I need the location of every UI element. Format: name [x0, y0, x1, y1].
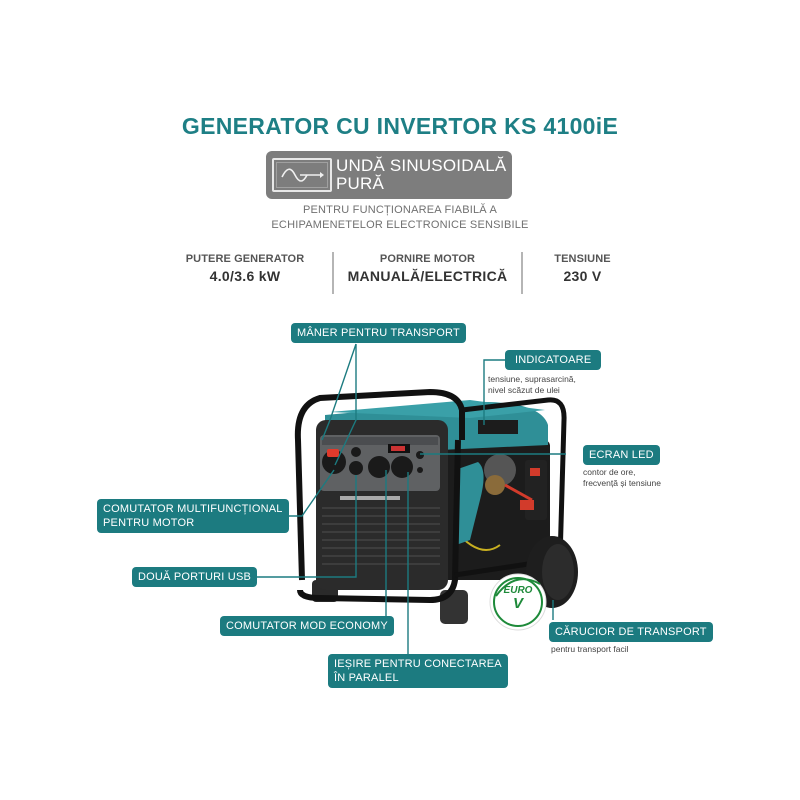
badge-line-2: PURĂ: [336, 174, 385, 193]
trolley-note: pentru transport facil: [551, 644, 629, 654]
spec-power: PUTERE GENERATOR 4.0/3.6 kW: [170, 253, 320, 284]
spec-value: 4.0/3.6 kW: [209, 268, 281, 284]
spec-voltage: TENSIUNE 230 V: [535, 253, 630, 284]
callout-parallel-output: IEȘIRE PENTRU CONECTAREA ÎN PARALEL: [328, 654, 508, 688]
note-line: tensiune, suprasarcină,: [488, 374, 576, 384]
euro-v-badge: EURO V: [495, 585, 541, 612]
callout-usb-ports: DOUĂ PORTURI USB: [132, 567, 258, 587]
note-line: nivel scăzut de ulei: [488, 385, 560, 395]
note-line: contor de ore,: [583, 467, 636, 477]
spec-divider: [332, 252, 334, 294]
subtitle-line-2: ECHIPAMENETELOR ELECTRONICE SENSIBILE: [271, 219, 529, 231]
pure-sine-badge: UNDĂ SINUSOIDALĂ PURĂ: [266, 151, 512, 199]
led-screen-note: contor de ore, frecvență și tensiune: [583, 467, 661, 489]
spec-divider: [521, 252, 523, 294]
note-line: frecvență și tensiune: [583, 478, 661, 488]
badge-line-1: UNDĂ SINUSOIDALĂ: [336, 156, 507, 175]
subtitle: PENTRU FUNCȚIONAREA FIABILĂ A ECHIPAMENE…: [0, 203, 800, 233]
page-title: GENERATOR CU INVERTOR KS 4100iE: [181, 113, 619, 139]
callout-trolley: CĂRUCIOR DE TRANSPORT: [549, 622, 713, 642]
spec-label: TENSIUNE: [554, 253, 611, 265]
callout-line: COMUTATOR MULTIFUNCȚIONAL: [103, 503, 283, 515]
spec-value: MANUALĂ/ELECTRICĂ: [347, 268, 508, 284]
callout-line: PENTRU MOTOR: [103, 517, 195, 529]
callout-multifunction-switch: COMUTATOR MULTIFUNCȚIONAL PENTRU MOTOR: [97, 499, 289, 533]
sine-wave-icon: [272, 158, 332, 192]
spec-value: 230 V: [563, 268, 602, 284]
callout-economy-switch: COMUTATOR MOD ECONOMY: [220, 616, 394, 636]
euro-badge-line-2: V: [512, 595, 523, 612]
spec-start: PORNIRE MOTOR MANUALĂ/ELECTRICĂ: [340, 253, 515, 284]
spec-row: PUTERE GENERATOR 4.0/3.6 kW PORNIRE MOTO…: [0, 253, 800, 297]
euro-badge-line-1: EURO: [503, 585, 533, 596]
callout-line: ÎN PARALEL: [334, 672, 399, 684]
spec-label: PORNIRE MOTOR: [379, 253, 476, 265]
indicators-note: tensiune, suprasarcină, nivel scăzut de …: [488, 374, 576, 396]
callout-handle: MÂNER PENTRU TRANSPORT: [291, 323, 466, 343]
subtitle-line-1: PENTRU FUNCȚIONAREA FIABILĂ A: [302, 204, 498, 216]
callout-led-screen: ECRAN LED: [583, 445, 660, 465]
spec-label: PUTERE GENERATOR: [185, 253, 305, 265]
callout-indicators: INDICATOARE: [505, 350, 602, 370]
callout-line: IEȘIRE PENTRU CONECTAREA: [334, 658, 502, 670]
